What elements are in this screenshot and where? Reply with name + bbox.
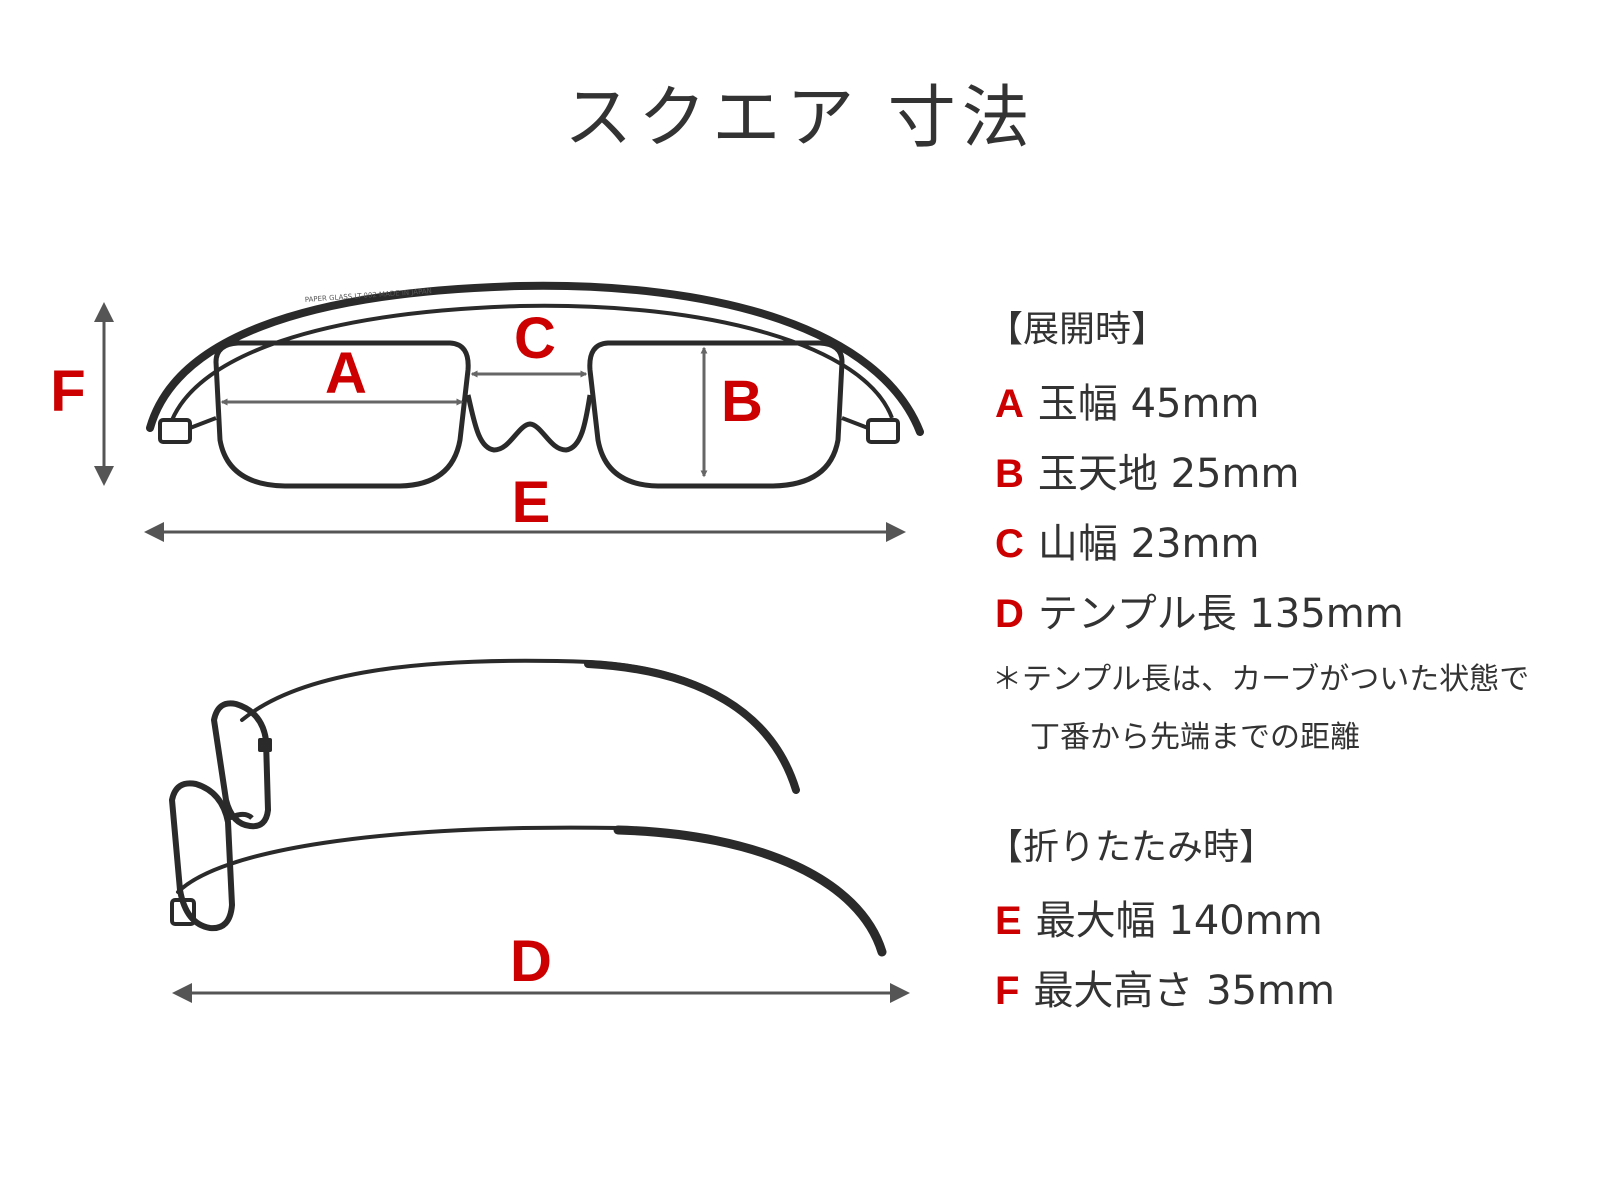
spec-name: 山幅 <box>1037 521 1118 567</box>
temple-arc-outer <box>146 281 924 436</box>
spec-row-c: C 山幅 23mm <box>995 511 1259 569</box>
spec-key: F <box>995 969 1020 1013</box>
spec-value: 25mm <box>1170 451 1300 497</box>
spec-row-a: A 玉幅 45mm <box>995 371 1259 429</box>
spec-name: 最大幅 <box>1035 898 1156 944</box>
spec-key: A <box>995 382 1024 426</box>
front-lens <box>168 780 236 932</box>
spec-value: 135mm <box>1249 591 1404 637</box>
glasses-side-view <box>168 658 887 957</box>
spec-name: 玉天地 <box>1037 451 1158 497</box>
lower-temple-tip <box>613 825 887 957</box>
side-hinge-upper <box>258 738 272 752</box>
spec-row-d: D テンプル長 135mm <box>995 581 1404 639</box>
spec-value: 45mm <box>1130 381 1260 427</box>
label-f: F <box>50 359 85 424</box>
spec-value: 23mm <box>1130 521 1260 567</box>
spec-key: B <box>995 452 1024 496</box>
spec-name: 玉幅 <box>1037 381 1118 427</box>
page-title: スクエア 寸法 <box>564 79 1036 158</box>
label-e: E <box>512 470 551 535</box>
spec-row-b: B 玉天地 25mm <box>995 441 1299 499</box>
side-hinge-lower <box>170 898 196 926</box>
spec-key: C <box>995 522 1024 566</box>
label-c: C <box>514 306 556 371</box>
label-a: A <box>325 341 367 406</box>
back-lens <box>210 700 272 830</box>
right-hinge <box>866 418 900 444</box>
upper-temple <box>240 658 798 792</box>
spec-value: 35mm <box>1206 968 1335 1014</box>
glasses-dimension-diagram: PAPER GLASS LT-002 MADE IN JAPAN A C B F… <box>50 281 924 1003</box>
upper-temple-tip <box>584 660 800 794</box>
spec-row-e: E 最大幅 140mm <box>995 888 1323 946</box>
folded-heading: 【折りたたみ時】 <box>987 827 1276 868</box>
spec-value: 140mm <box>1168 898 1323 944</box>
spec-key: E <box>995 899 1022 943</box>
open-heading: 【展開時】 <box>987 309 1168 350</box>
bridge <box>465 394 593 453</box>
spec-row-f: F 最大高さ 35mm <box>995 958 1335 1016</box>
spec-key: D <box>995 592 1024 636</box>
label-d: D <box>510 929 552 994</box>
temple-length-note-line1: ＊テンプル長は、カーブがついた状態で <box>992 662 1530 697</box>
label-b: B <box>721 369 763 434</box>
temple-arc-inner <box>170 303 894 421</box>
spec-name: テンプル長 <box>1037 591 1237 637</box>
right-lens-rim <box>587 340 845 489</box>
spec-name: 最大高さ <box>1033 968 1194 1014</box>
temple-length-note-line2: 丁番から先端までの距離 <box>1030 720 1360 755</box>
left-hinge <box>158 418 192 444</box>
left-lens-rim <box>213 340 471 489</box>
